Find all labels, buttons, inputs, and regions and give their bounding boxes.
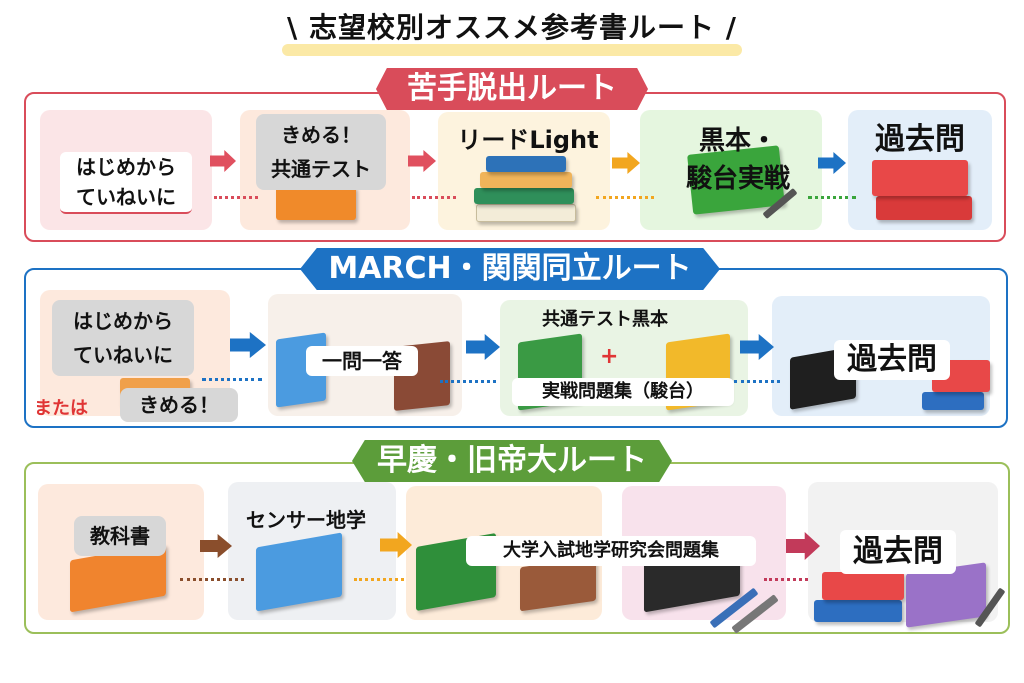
book-icon <box>876 196 972 220</box>
arrow-right-icon <box>210 150 236 172</box>
book-icon <box>872 160 968 196</box>
book-icon <box>276 186 356 220</box>
connector-dots <box>180 578 244 581</box>
connector-dots <box>764 578 808 581</box>
or-label: または <box>34 398 88 419</box>
book-icon <box>476 204 576 222</box>
route-3-step-2-label: センサー地学 <box>246 508 366 532</box>
route-2-step-6-label: 過去問 <box>834 340 950 380</box>
route-1-step-3-label: リードLight <box>457 126 599 154</box>
route-1-step-2-label: きめる！ 共通テスト <box>256 114 386 190</box>
arrow-right-icon <box>408 150 436 172</box>
title-highlight <box>282 44 742 56</box>
route-2-step-5-label: 実戦問題集（駿台） <box>512 378 734 406</box>
route-2-step-2-label: きめる！ <box>120 388 238 422</box>
route-3-step-1-label: 教科書 <box>74 516 166 556</box>
connector-dots <box>214 196 258 199</box>
route-1-banner: 苦手脱出ルート <box>376 68 648 110</box>
connector-dots <box>808 196 856 199</box>
arrow-right-icon <box>612 152 640 174</box>
route-1-step-1-label: はじめから ていねいに <box>60 152 192 214</box>
route-1-step-4-label: 黒本・ 駿台実戦 <box>685 126 790 194</box>
route-1-title: 苦手脱出ルート <box>407 71 617 106</box>
route-2-title: MARCH・関関同立ルート <box>328 251 692 286</box>
book-icon <box>814 600 902 622</box>
connector-dots <box>202 378 262 381</box>
book-icon <box>922 392 984 410</box>
connector-dots <box>734 380 780 383</box>
route-2-step-1-label: はじめから ていねいに <box>52 300 194 376</box>
route-3-banner: 早慶・旧帝大ルート <box>352 440 672 482</box>
route-1-step-5-label: 過去問 <box>875 122 965 157</box>
route-3-title: 早慶・旧帝大ルート <box>377 443 647 478</box>
route-2-step-3-label: 一問一答 <box>306 346 418 376</box>
arrow-right-icon <box>818 152 846 174</box>
route-3-step-4-label: 過去問 <box>840 530 956 574</box>
book-icon <box>822 572 904 600</box>
book-icon <box>480 172 572 188</box>
connector-dots <box>412 196 456 199</box>
connector-dots <box>354 578 404 581</box>
page-title: \ 志望校別オススメ参考書ルート / <box>287 11 737 44</box>
plus-icon: + <box>600 344 619 369</box>
connector-dots <box>440 380 496 383</box>
book-icon <box>474 188 574 204</box>
route-2-step-4-label: 共通テスト黒本 <box>542 309 668 330</box>
book-icon <box>486 156 566 172</box>
route-2-banner: MARCH・関関同立ルート <box>300 248 720 290</box>
connector-dots <box>596 196 654 199</box>
route-3-step-3-label: 大学入試地学研究会問題集 <box>466 536 756 566</box>
